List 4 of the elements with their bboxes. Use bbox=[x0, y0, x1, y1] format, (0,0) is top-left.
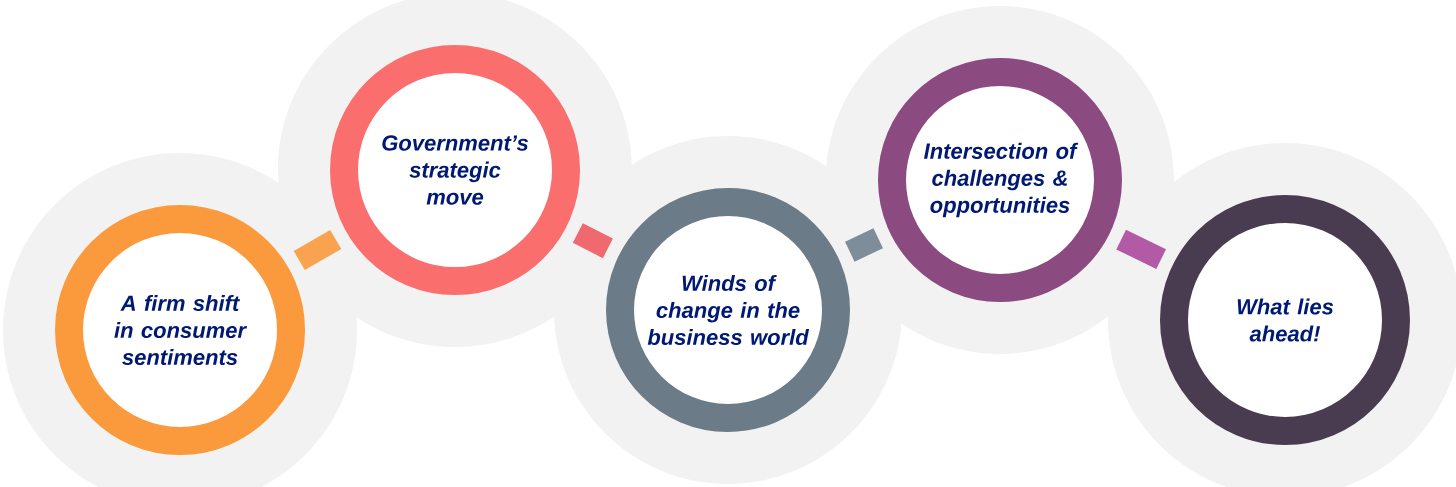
connector-bar bbox=[293, 229, 342, 271]
connector-bar bbox=[1116, 229, 1166, 270]
connector-bar bbox=[572, 223, 613, 259]
connector-bar bbox=[845, 228, 883, 262]
